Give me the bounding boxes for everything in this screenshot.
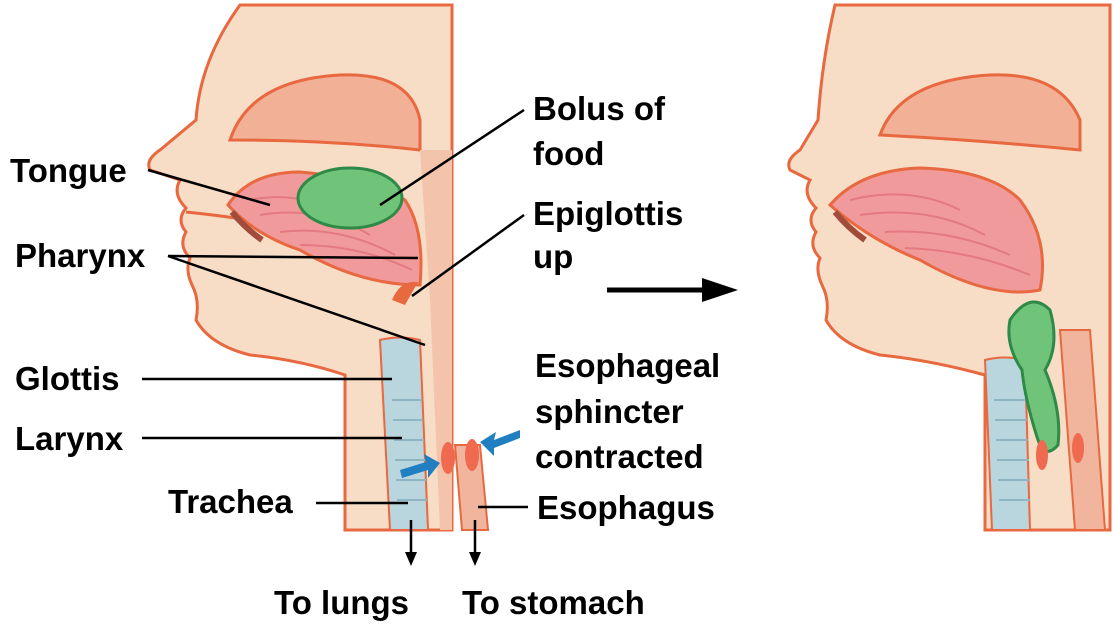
esophageal-sphincter-right-b [1072, 433, 1084, 463]
label-sphincter-line3: contracted [535, 438, 704, 475]
label-larynx: Larynx [15, 420, 124, 457]
label-sphincter-line2: sphincter [535, 393, 684, 430]
label-bolus-line2: food [533, 135, 604, 172]
label-bolus-line1: Bolus of [533, 90, 666, 127]
bolus-of-food-left [298, 168, 402, 228]
label-pharynx: Pharynx [15, 237, 146, 274]
label-tongue: Tongue [10, 152, 127, 189]
esophageal-sphincter-left-b [465, 439, 479, 471]
label-epiglottis-line1: Epiglottis [533, 195, 683, 232]
label-esophagus: Esophagus [537, 489, 715, 526]
label-trachea: Trachea [168, 483, 293, 520]
transition-arrow [607, 278, 738, 302]
sphincter-arrow-left [480, 430, 520, 456]
label-glottis: Glottis [15, 360, 120, 397]
head-illustration-right [789, 5, 1110, 530]
label-sphincter-line1: Esophageal [535, 347, 720, 384]
label-to-lungs: To lungs [274, 584, 409, 621]
esophageal-sphincter-right-a [1036, 440, 1048, 470]
label-epiglottis-line2: up [533, 238, 573, 275]
esophageal-sphincter-left-a [441, 442, 455, 474]
label-to-stomach: To stomach [462, 584, 645, 621]
